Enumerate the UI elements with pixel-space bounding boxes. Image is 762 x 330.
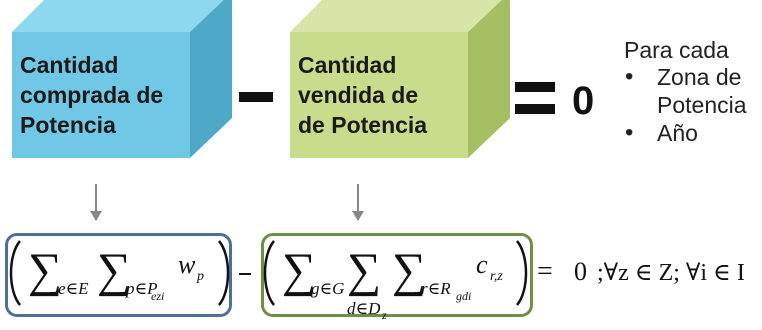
for-each-item-year: Año [623,119,762,147]
left-formula-box [5,233,232,317]
formula-constraint: ;∀z ∈ Z; ∀i ∈ I [597,260,745,286]
for-each-list: Zona de Potencia Año [623,63,762,147]
sold-power-box-top [290,0,510,32]
sold-power-label: Cantidad vendida de de Potencia [298,52,428,138]
right-formula-box [261,233,533,317]
minus-operator [239,92,273,102]
purchased-power-box-top [12,0,232,32]
formula-minus [239,273,251,275]
equals-operator [515,82,555,114]
sold-power-box-front: Cantidad vendida de de Potencia [290,32,468,158]
left-connector-arrow [90,184,102,221]
right-connector-arrow [352,184,364,221]
purchased-power-box-front: Cantidad comprada de Potencia [12,32,190,158]
sold-power-box: Cantidad vendida de de Potencia [290,0,510,158]
for-each-title: Para cada [624,37,729,63]
purchased-power-box: Cantidad comprada de Potencia [12,0,232,158]
formula-zero: 0 [574,257,587,286]
purchased-power-label: Cantidad comprada de Potencia [20,52,164,138]
formula-equals: = [537,256,553,287]
for-each-item-zone: Zona de Potencia [623,63,762,119]
result-zero: 0 [572,79,595,123]
